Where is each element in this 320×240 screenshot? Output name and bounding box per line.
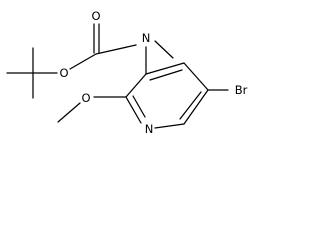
bond-methoxy-methyl xyxy=(57,102,81,123)
carbamate-group xyxy=(69,23,174,75)
bond-ring-c5-c6-inner xyxy=(179,91,202,120)
bond-ester-oxygen-to-carbonyl xyxy=(69,53,97,70)
bond-ring-c6-nitrogen xyxy=(154,123,185,129)
tert-butyl-group xyxy=(6,47,58,99)
bromine-label: Br xyxy=(235,83,248,97)
bond-ring-c3-c4 xyxy=(145,62,185,75)
ester-oxygen-label: O xyxy=(59,66,68,80)
bond-ring-c3-c4-inner xyxy=(149,69,183,81)
bond-ring-nitrogen-c2 xyxy=(125,96,142,124)
carbonyl-oxygen-label: O xyxy=(91,9,100,23)
bond-ring-c4-c5 xyxy=(183,62,209,91)
bond-ring-nitrogen-c2-inner xyxy=(132,95,146,118)
bond-ring-c5-c6 xyxy=(183,89,209,125)
bond-carbonyl-to-nitrogen xyxy=(95,44,137,55)
methoxy-oxygen-label: O xyxy=(81,91,90,105)
substituents xyxy=(57,89,229,123)
ring-nitrogen-label: N xyxy=(145,122,154,136)
chemical-structure: O O N O N Br xyxy=(6,9,248,136)
bond-ring-c2-c3 xyxy=(125,73,147,98)
amide-nitrogen-label: N xyxy=(142,31,151,45)
bond-nitrogen-methyl xyxy=(154,40,174,59)
pyridine-ring xyxy=(125,62,209,129)
